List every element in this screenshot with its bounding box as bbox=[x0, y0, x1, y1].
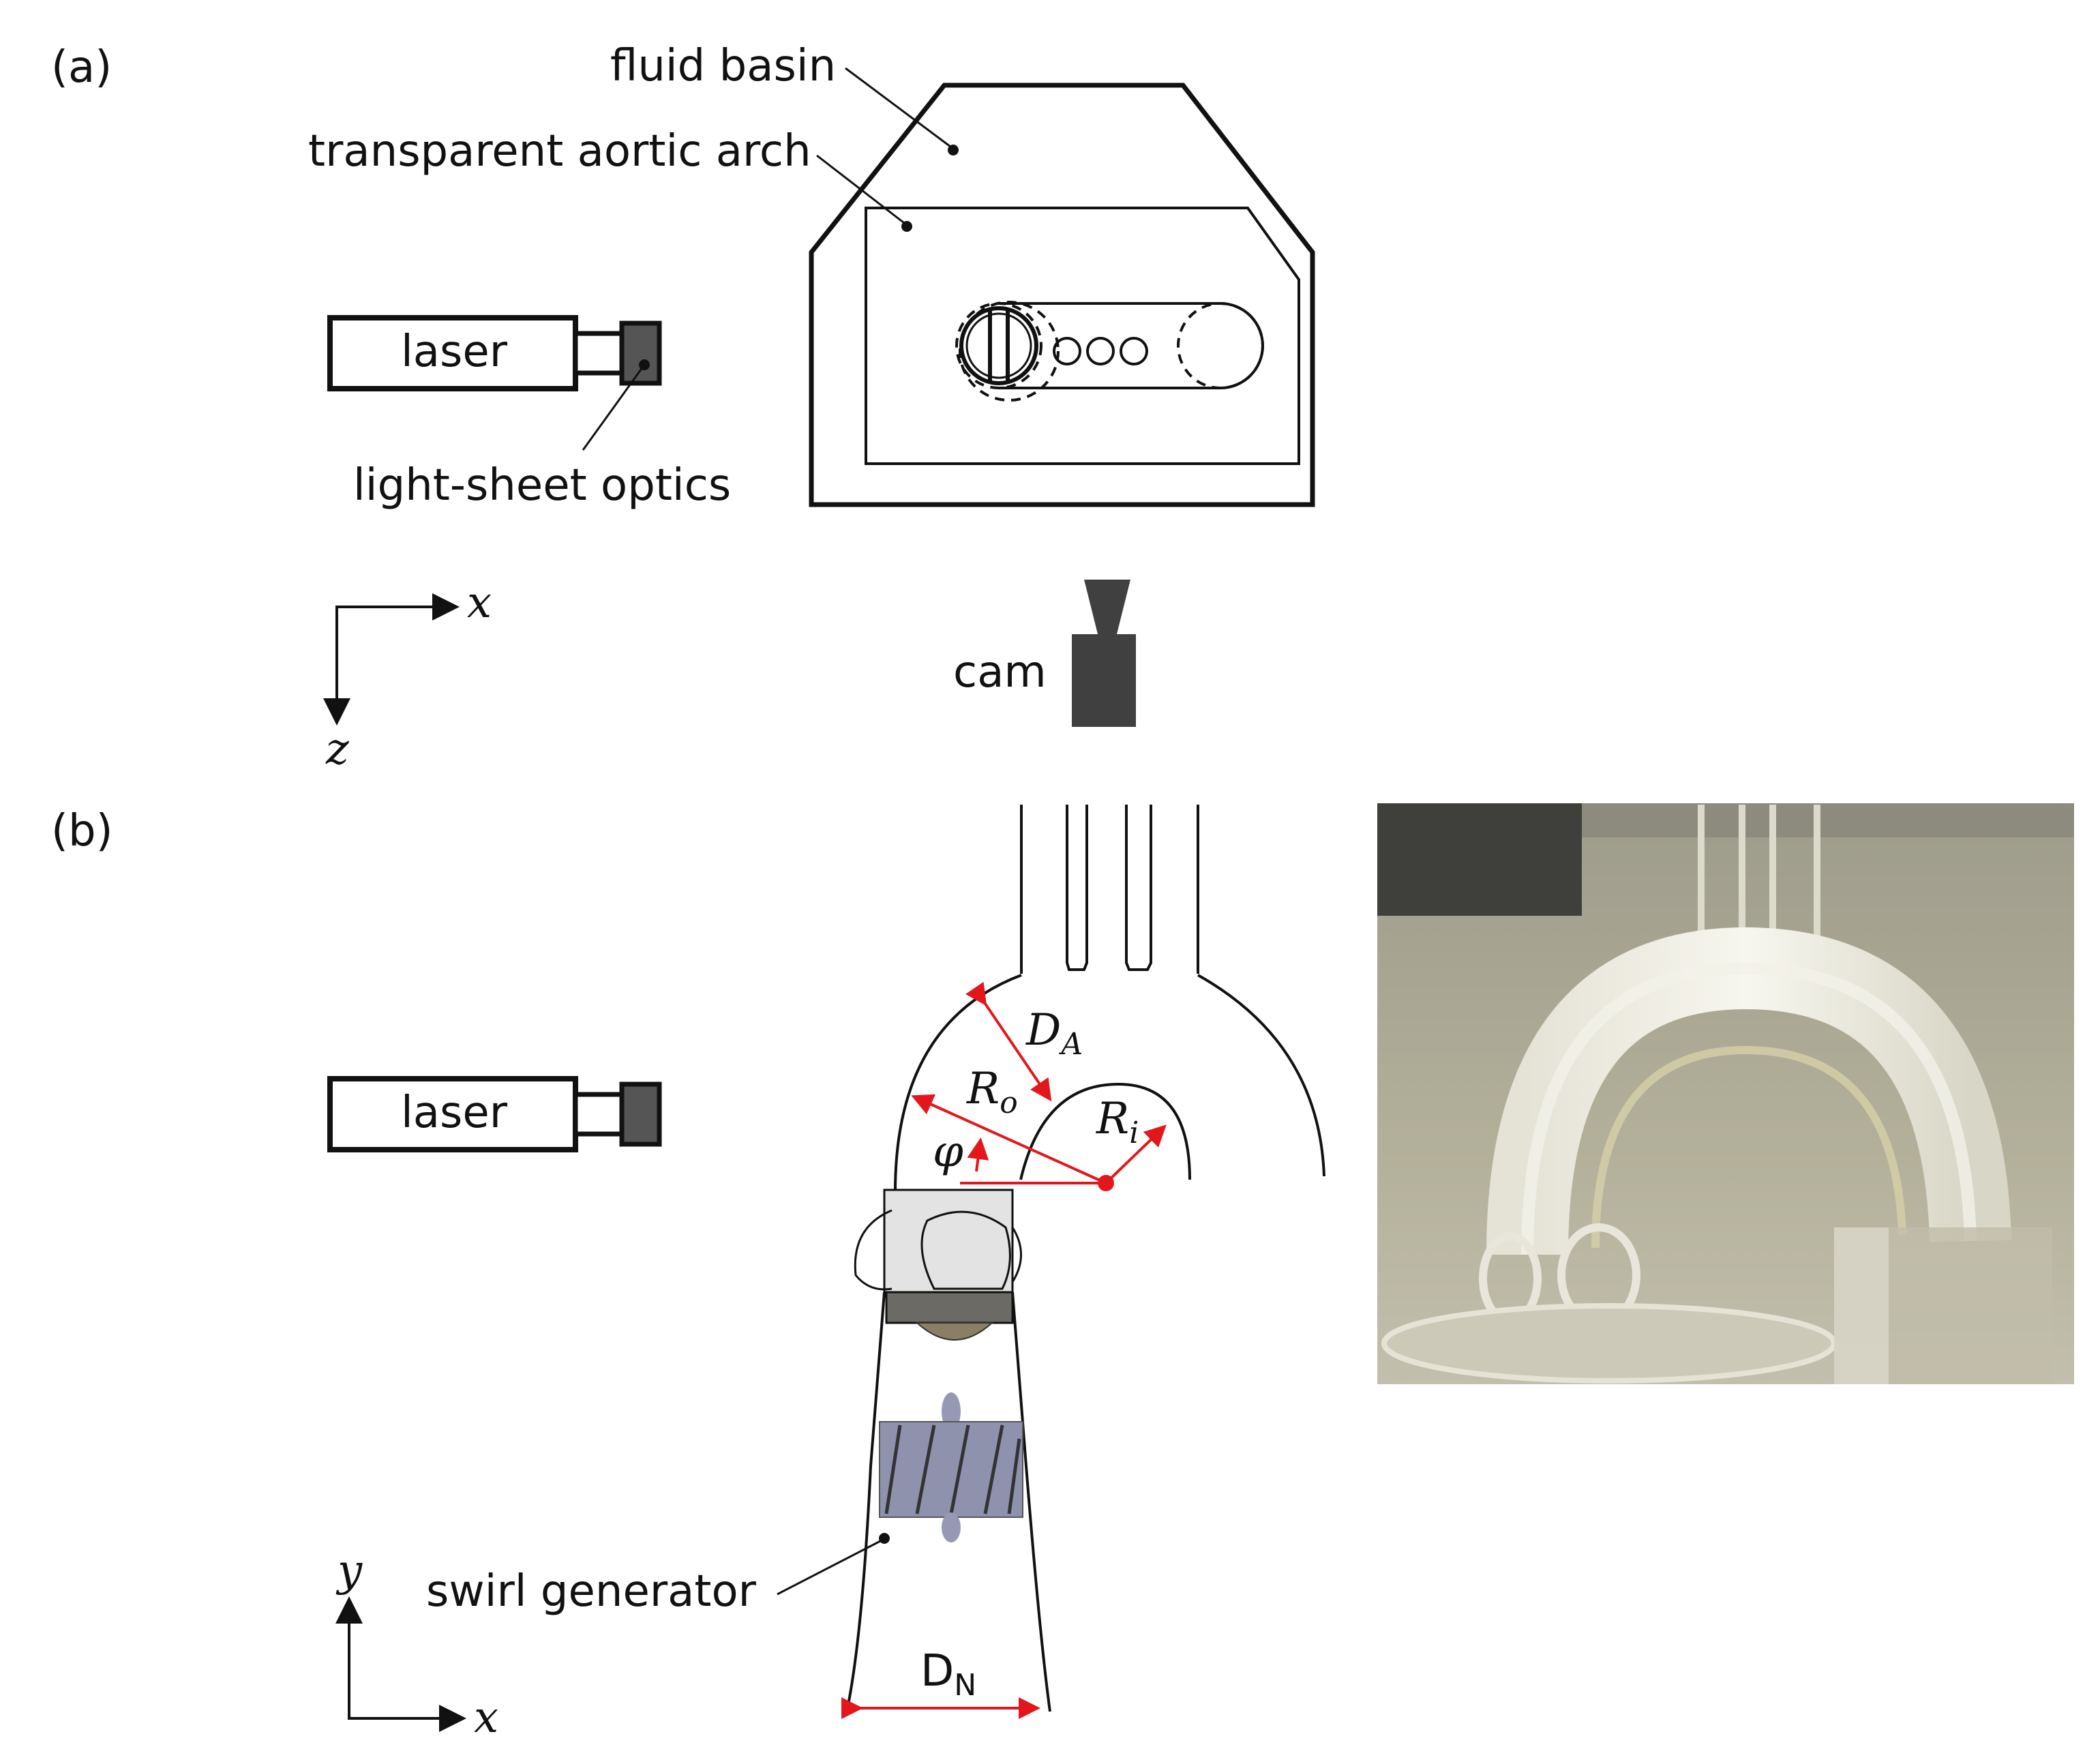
laser-b-icon bbox=[327, 1076, 662, 1152]
geometry-annotations bbox=[841, 981, 1167, 1719]
label-phi: φ bbox=[933, 1126, 963, 1177]
arch-inner-wall bbox=[1019, 1082, 1191, 1180]
optics-label: light-sheet optics bbox=[353, 460, 731, 511]
label-ro: Ro bbox=[966, 1064, 1018, 1120]
fluid-basin-label: fluid basin bbox=[610, 41, 836, 91]
axes-b bbox=[335, 1596, 466, 1732]
axes-a bbox=[323, 593, 460, 726]
label-dn: DN bbox=[920, 1646, 976, 1703]
laser-a-label: laser bbox=[401, 327, 508, 377]
tube-left-wall bbox=[845, 1291, 886, 1712]
laser-icon bbox=[327, 315, 662, 391]
axis-x-a: x bbox=[467, 578, 492, 628]
basin-dot bbox=[948, 145, 959, 155]
branch-vessels bbox=[1020, 805, 1199, 974]
swirl-generator-icon bbox=[879, 1392, 1023, 1542]
tube-right-wall bbox=[1011, 1291, 1051, 1712]
axis-y-b: y bbox=[335, 1546, 363, 1596]
panel-b: (b) laser bbox=[51, 803, 2074, 1743]
label-da: DA bbox=[1025, 1005, 1083, 1062]
fluid-basin bbox=[809, 83, 1315, 507]
swirl-label: swirl generator bbox=[426, 1566, 757, 1617]
arch-channel bbox=[955, 301, 1264, 402]
camera-label: cam bbox=[953, 647, 1047, 698]
laser-b-label: laser bbox=[401, 1088, 508, 1138]
axis-z-a: z bbox=[325, 724, 350, 775]
aortic-arch-label: transparent aortic arch bbox=[308, 126, 811, 177]
basin-leader bbox=[845, 67, 954, 150]
valve-housing bbox=[883, 1189, 1014, 1294]
arch-center-dot bbox=[1098, 1175, 1114, 1191]
model-photo bbox=[1377, 803, 2074, 1384]
swirl-leader bbox=[777, 1538, 884, 1596]
optics-dot bbox=[639, 359, 650, 370]
arch-dot bbox=[901, 221, 912, 232]
label-ri: Ri bbox=[1096, 1094, 1139, 1150]
aortic-arch-outline bbox=[865, 207, 1300, 465]
camera-icon bbox=[1072, 580, 1136, 727]
optics-leader bbox=[582, 364, 646, 451]
arch-leader bbox=[816, 154, 907, 226]
swirl-dot bbox=[879, 1533, 890, 1544]
axis-x-b: x bbox=[474, 1692, 498, 1743]
valve-ring bbox=[885, 1291, 1014, 1324]
panel-a: (a) fluid basin transparent aortic arch bbox=[51, 41, 1315, 775]
panel-b-label: (b) bbox=[51, 806, 113, 856]
panel-a-label: (a) bbox=[51, 42, 112, 93]
